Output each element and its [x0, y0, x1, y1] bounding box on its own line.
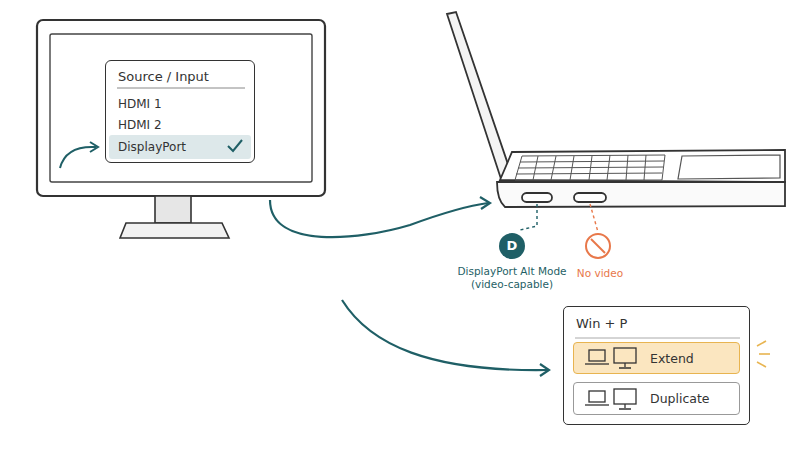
menu-divider [117, 88, 245, 89]
duplicate-icon [585, 389, 636, 409]
option-box: Extend [573, 342, 740, 374]
flow-arrow [342, 300, 548, 370]
keyboard [515, 155, 665, 180]
usb-c-port [522, 193, 552, 202]
menu-item: HDMI 2 [118, 117, 243, 135]
laptop-deck [500, 150, 785, 182]
node-label: Extend [650, 351, 694, 366]
win-p-panel: Win + P ExtendDuplicate [563, 306, 750, 425]
option-box: Duplicate [573, 382, 740, 415]
node-label: Duplicate [650, 391, 710, 406]
laptop-lid [447, 12, 512, 182]
monitor-neck [155, 196, 191, 223]
trackpad [678, 155, 780, 179]
check-mark [228, 140, 242, 151]
monitor-screen [50, 34, 312, 182]
extend-icon [585, 348, 636, 368]
monitor-frame [37, 20, 325, 196]
menu-item: HDMI 1 [118, 96, 243, 114]
leader-line [590, 204, 598, 232]
prohibited-slash [587, 235, 609, 257]
node-label: No video [550, 267, 650, 280]
node-label: Win + P [576, 316, 627, 332]
arrow-head [480, 197, 490, 209]
pointer-arrow [60, 147, 96, 168]
node-label: Source / Input [118, 69, 209, 85]
laptop-front [497, 182, 785, 207]
no-video-badge: No video [585, 233, 611, 259]
selected-menu-item: DisplayPort [109, 135, 251, 159]
arrow-head [90, 142, 98, 152]
monitor-base [120, 223, 229, 238]
node-caption: DisplayPort Alt Mode (video-capable) [442, 265, 582, 290]
node-label: HDMI 2 [118, 118, 162, 132]
video-cable [270, 200, 488, 237]
displayport-badge: DDisplayPort Alt Mode (video-capable) [499, 233, 525, 259]
leader-line [520, 204, 537, 230]
panel-divider [575, 338, 740, 339]
node-label: DisplayPort [118, 140, 186, 154]
node-label: HDMI 1 [118, 97, 162, 111]
arrow-head [540, 364, 549, 376]
usb-c-port [574, 193, 606, 202]
node-label: D [499, 238, 525, 254]
highlight-sparkle [757, 341, 770, 367]
source-menu: Source / InputHDMI 1 HDMI 2 DisplayPort [105, 60, 255, 163]
